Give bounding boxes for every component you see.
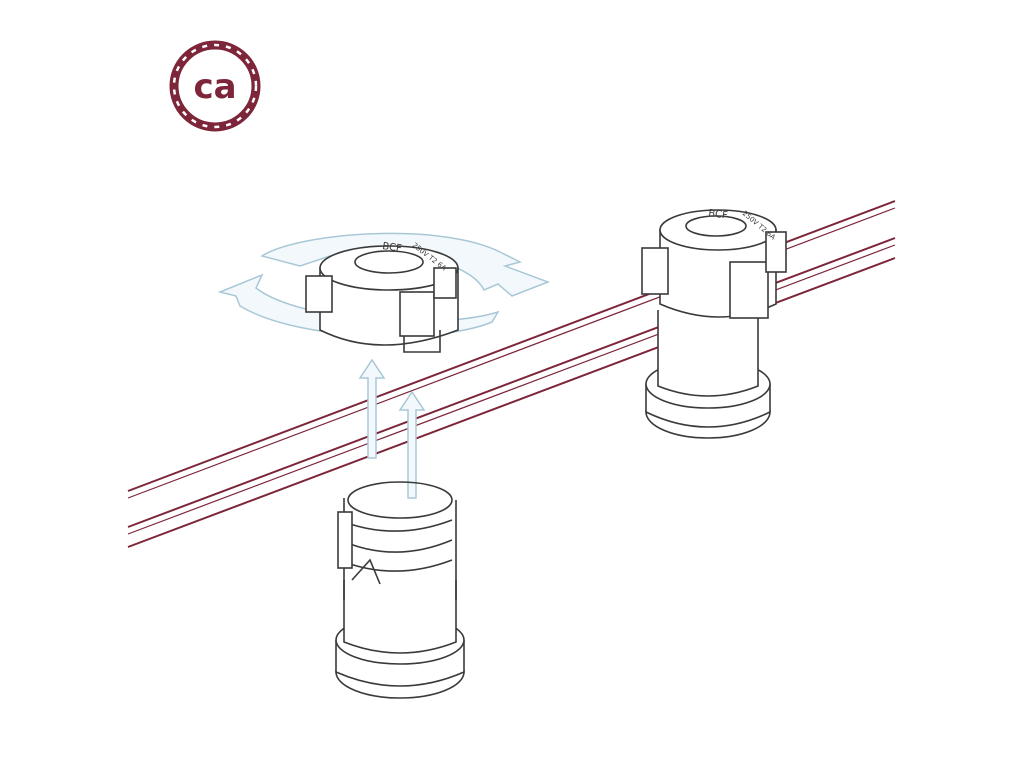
socket-body-exploded [335,481,465,699]
rotation-arrow-bottom [217,273,500,338]
socket-cap-brand-left: BCF [382,241,403,255]
socket-assembled-brand: BCF [708,208,729,222]
logo-text: ca [193,67,236,107]
assembly-arrow-left [358,358,386,459]
socket-cap-rotating [305,245,459,353]
brand-logo: ca [169,40,261,132]
socket-assembled [641,209,787,439]
assembly-arrows [358,358,426,499]
